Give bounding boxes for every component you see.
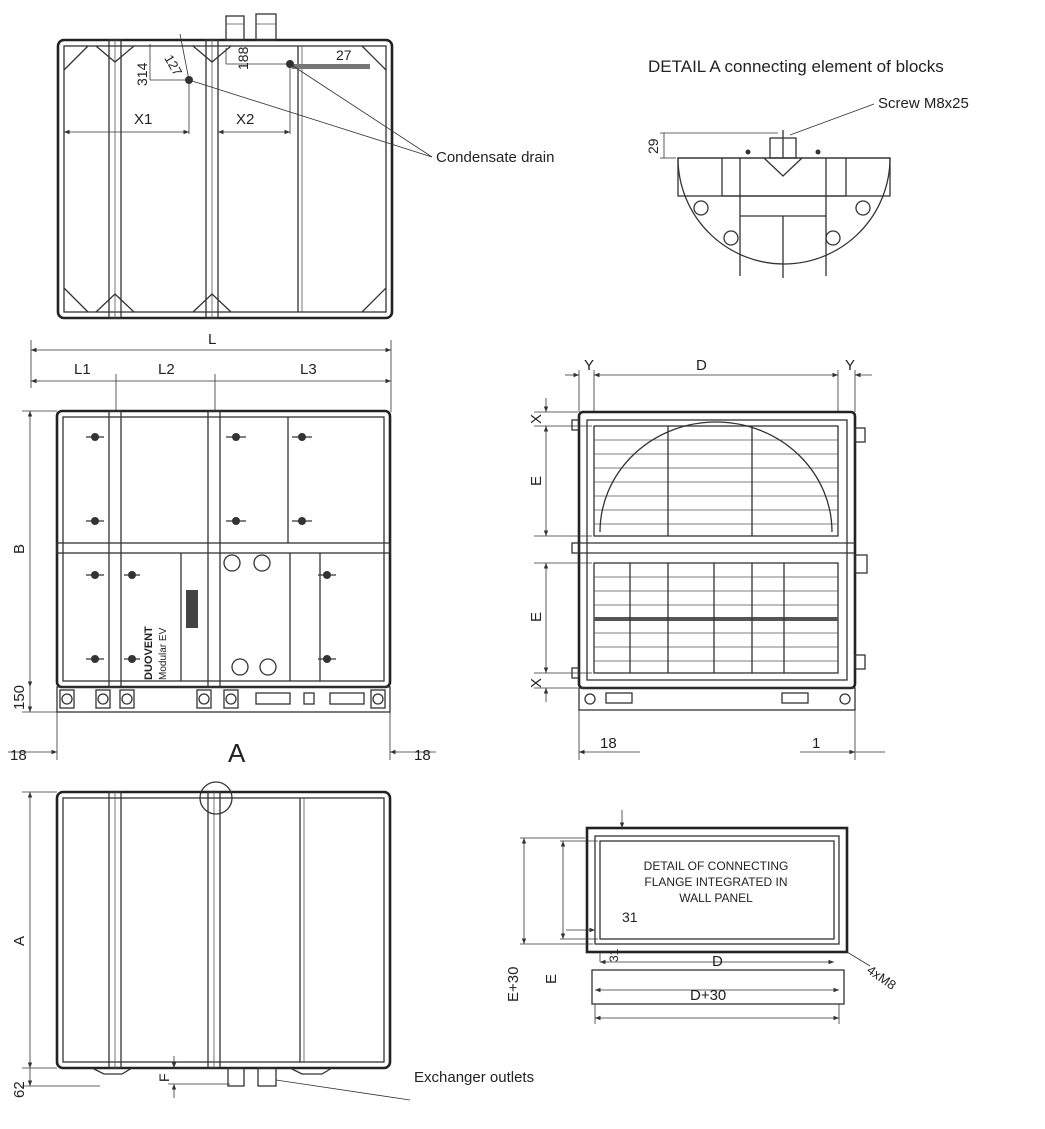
dim-D-flange: D [712,953,723,970]
dim-X-bottom: X [528,678,545,688]
dim-E-upper: E [528,476,545,486]
dim-Y-left: Y [584,357,594,374]
dim-188: 188 [235,46,251,70]
dim-D-top: D [696,357,707,374]
dim-A: A [11,936,28,946]
bottom-view [22,781,411,1101]
dim-31-h: 31 [622,909,638,925]
dim-27: 27 [336,47,352,63]
dim-D-plus-30: D+30 [690,987,726,1004]
top-view [56,13,433,320]
dim-L3: L3 [300,361,317,378]
dim-127: 127 [161,52,185,78]
dim-E-flange: E [543,974,560,984]
condensate-drain-label: Condensate drain [436,149,554,166]
dim-L2: L2 [158,361,175,378]
dim-Y-right: Y [845,357,855,374]
brand-line1: DUOVENT [143,626,155,680]
dim-18-left: 18 [10,747,27,764]
dim-x2: X2 [236,111,254,128]
dim-18-side: 18 [600,735,617,752]
side-view [534,370,885,760]
brand-line2: Modular EV [158,627,169,680]
bolts-label: 4xM8 [864,962,899,993]
exchanger-outlets-label: Exchanger outlets [414,1069,534,1086]
dim-314: 314 [134,62,150,86]
dim-29: 29 [645,138,661,154]
dim-X-top: X [528,414,545,424]
dim-31-v: 31 [607,948,621,962]
dim-L1: L1 [74,361,91,378]
dim-150: 150 [11,685,28,710]
flange-detail-line3: WALL PANEL [679,891,753,905]
dim-B: B [11,544,28,554]
dim-F: F [156,1073,172,1082]
flange-detail-line1: DETAIL OF CONNECTING [644,859,789,873]
flange-detail [520,810,871,1024]
dim-E-plus-30: E+30 [505,967,522,1002]
screw-label: Screw M8x25 [878,95,969,112]
view-a-label: A [228,738,246,768]
detail-a-drawing [660,103,891,278]
detail-a-title: DETAIL A connecting element of blocks [648,57,944,76]
dim-E-lower: E [528,612,545,622]
dim-62: 62 [11,1081,28,1098]
dim-L: L [208,331,216,348]
dim-1: 1 [812,735,820,752]
dim-18-right: 18 [414,747,431,764]
dim-x1: X1 [134,111,152,128]
flange-detail-line2: FLANGE INTEGRATED IN [644,875,787,889]
front-view [8,340,436,760]
